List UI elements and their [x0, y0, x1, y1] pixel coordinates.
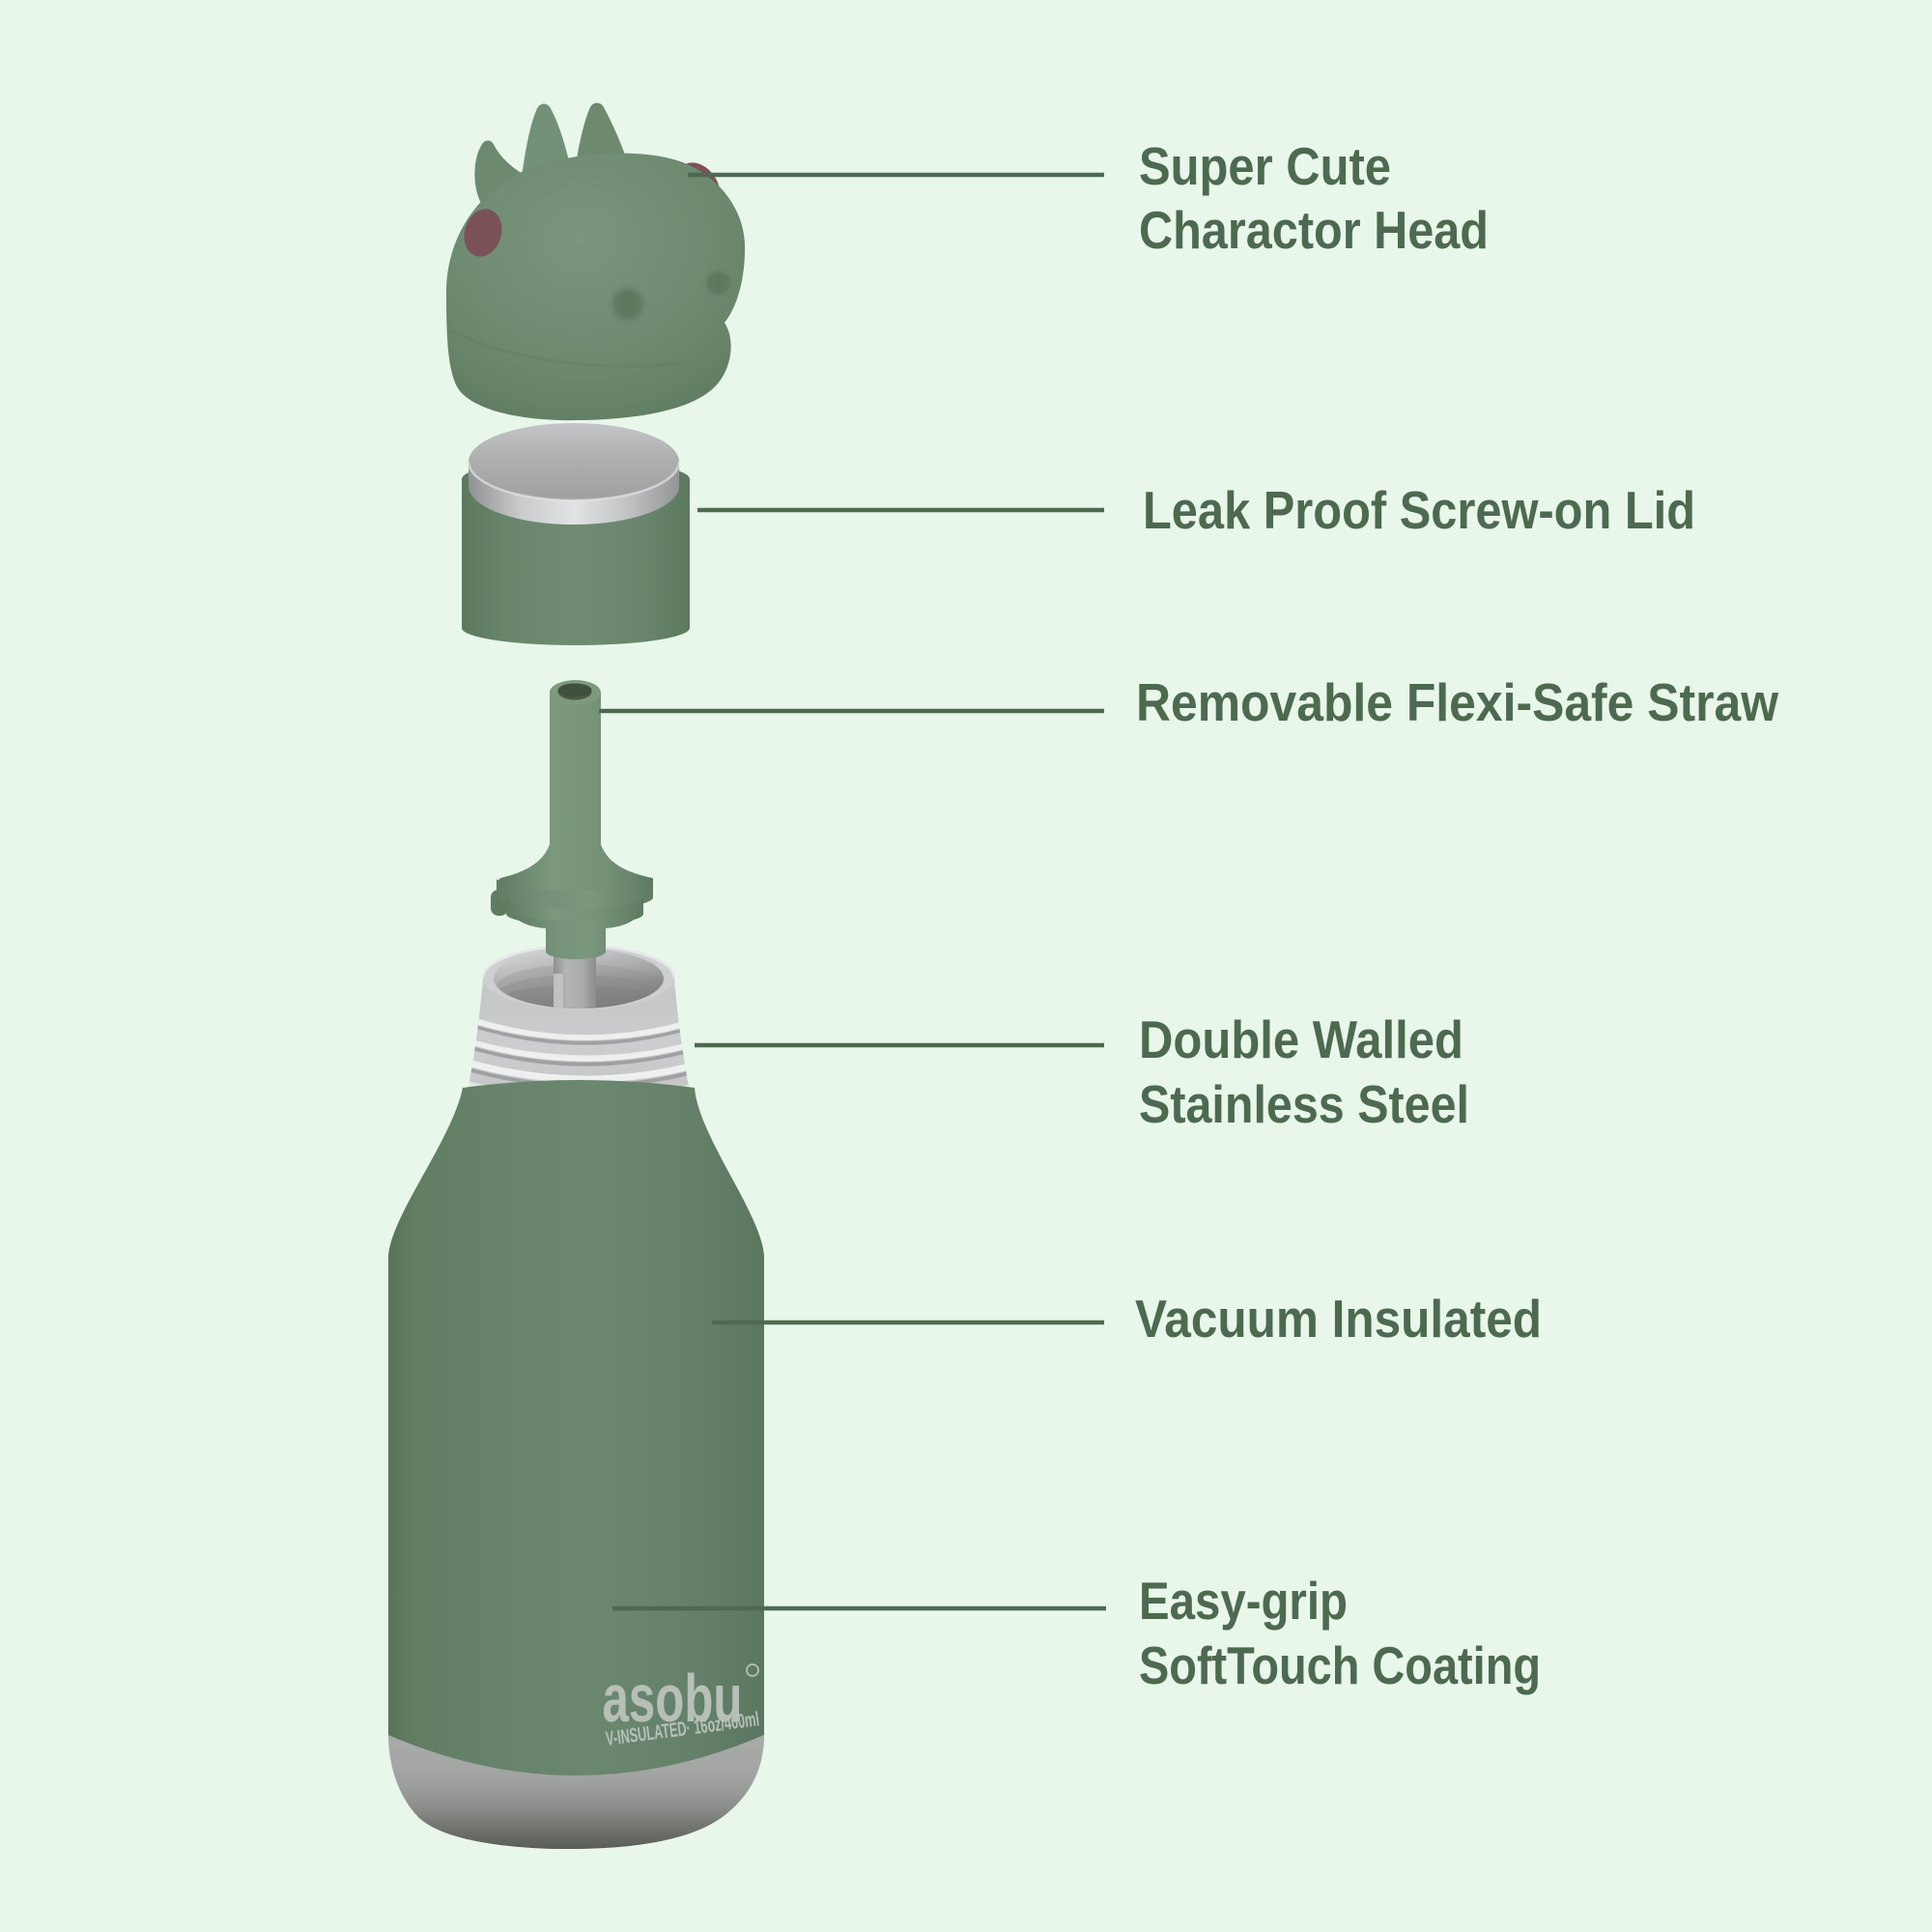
- svg-text:Charactor Head: Charactor Head: [1139, 200, 1489, 260]
- svg-text:Removable Flexi-Safe Straw: Removable Flexi-Safe Straw: [1136, 672, 1778, 732]
- svg-text:Stainless Steel: Stainless Steel: [1139, 1074, 1469, 1134]
- svg-text:SoftTouch Coating: SoftTouch Coating: [1139, 1635, 1541, 1695]
- svg-text:asobu: asobu: [603, 1661, 743, 1736]
- svg-text:Leak Proof Screw-on Lid: Leak Proof Screw-on Lid: [1143, 480, 1695, 540]
- svg-text:Easy-grip: Easy-grip: [1139, 1571, 1348, 1631]
- svg-text:Super Cute: Super Cute: [1139, 136, 1391, 196]
- svg-text:Vacuum Insulated: Vacuum Insulated: [1135, 1289, 1542, 1349]
- svg-text:Double Walled: Double Walled: [1139, 1009, 1463, 1069]
